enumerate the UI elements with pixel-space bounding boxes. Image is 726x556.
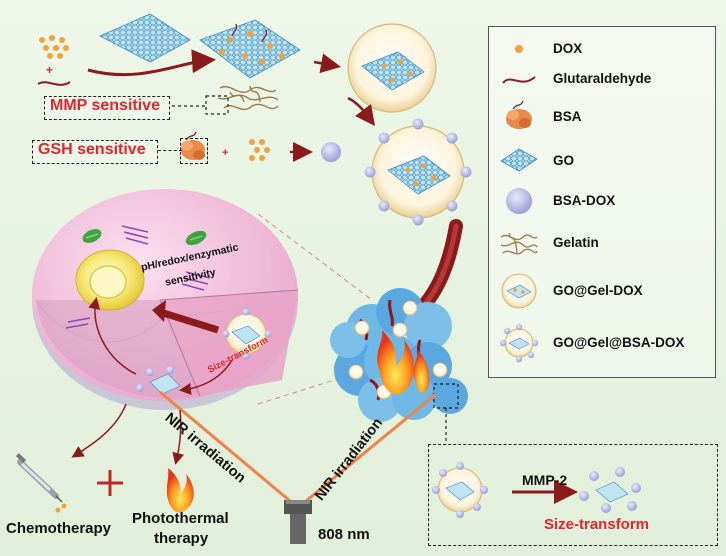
cancer-cell	[32, 189, 299, 410]
intracellular-release-arrow	[158, 308, 220, 334]
syringe-icon	[15, 453, 67, 513]
cell-transformed-particles	[136, 366, 181, 395]
legend-label: GO@Gel@BSA-DOX	[553, 335, 685, 350]
dox-dot-icon	[515, 45, 523, 53]
gelatin-fibers	[217, 85, 279, 111]
svg-text:+: +	[222, 147, 228, 159]
legend-label: GO	[553, 153, 575, 168]
synthesis-arrow-3	[347, 96, 375, 127]
dox-cluster-gsh	[249, 139, 270, 161]
glutaraldehyde-line-icon	[502, 76, 536, 84]
blood-vessel	[411, 219, 463, 319]
mmp2-inset-box	[428, 444, 718, 546]
legend-item-go: GO	[489, 141, 715, 181]
photothermal-label: Photothermal	[132, 510, 229, 527]
legend-item-go-gel-bsa-dox: GO@Gel@BSA-DOX	[489, 323, 715, 363]
nir-beam-right	[299, 392, 437, 508]
go-gel-bsa-dox-nanoparticle	[364, 118, 472, 226]
svg-text:+: +	[46, 63, 53, 77]
graphene-oxide-sheet-icon	[500, 148, 538, 172]
glutaraldehyde-strand	[37, 81, 71, 86]
nir-beam-left	[159, 390, 297, 508]
bsa-dox-sphere	[321, 142, 341, 162]
legend-item-dox: DOX	[489, 29, 715, 69]
tumor-mass	[330, 288, 468, 422]
flame-icon	[166, 468, 194, 513]
inset-transformed-particles	[579, 467, 641, 513]
laser-device	[284, 500, 312, 544]
go-gel-dox-nanoparticle	[347, 23, 437, 113]
go-sheet-top	[99, 13, 191, 63]
legend-label: Glutaraldehyde	[553, 71, 652, 86]
wavelength-label: 808 nm	[318, 526, 370, 543]
legend-item-glutaraldehyde: Glutaraldehyde	[489, 59, 715, 99]
gsh-connector	[158, 150, 182, 151]
synthesis-arrow-2	[313, 53, 341, 74]
golgi-apparatus	[65, 225, 211, 329]
mmp-sensitive-box	[44, 96, 170, 120]
legend-label: BSA	[553, 109, 582, 124]
gsh-sensitive-label: GSH sensitive	[38, 141, 146, 158]
inset-size-transform-label: Size-transform	[544, 516, 650, 533]
synthesis-arrow-1	[87, 49, 216, 77]
cell-nanoparticle	[222, 308, 272, 360]
chemotherapy-label: Chemotherapy	[6, 520, 112, 537]
therapy-label: therapy	[154, 530, 209, 547]
bsa-protein	[181, 131, 205, 160]
go-dox-sheet	[199, 19, 301, 79]
tumor-flames	[377, 330, 430, 395]
bsa-protein-icon	[506, 100, 532, 129]
gelatin-fiber-icon	[500, 232, 538, 255]
legend-label: BSA-DOX	[553, 193, 616, 208]
dox-cluster-start	[39, 35, 69, 59]
mmp-sensitive-label: MMP sensitive	[50, 97, 160, 114]
go-gel-bsa-dox-nanoparticle-icon	[499, 323, 539, 363]
gsh-sensitive-box	[32, 140, 158, 164]
inset-nanoparticle	[432, 462, 488, 518]
go-gel-dox-nanoparticle-icon	[501, 273, 537, 309]
legend-item-bsa: BSA	[489, 97, 715, 137]
legend-label: GO@Gel-DOX	[553, 283, 643, 298]
legend-label: DOX	[553, 41, 583, 56]
bsa-dashed-frame	[180, 138, 208, 164]
mitochondria	[82, 229, 207, 246]
combination-plus-icon	[97, 470, 123, 496]
bsa-dox-sphere-icon	[506, 188, 532, 214]
legend-label: Gelatin	[553, 235, 599, 250]
legend-item-bsa-dox: BSA-DOX	[489, 181, 715, 221]
cell-nucleus	[75, 249, 145, 311]
legend-item-go-gel-dox: GO@Gel-DOX	[489, 271, 715, 311]
legend-panel: DOX Glutaraldehyde BSA GO BSA-DOX	[488, 26, 716, 378]
legend-item-gelatin: Gelatin	[489, 223, 715, 263]
mmp2-label: MMP-2	[522, 472, 568, 488]
